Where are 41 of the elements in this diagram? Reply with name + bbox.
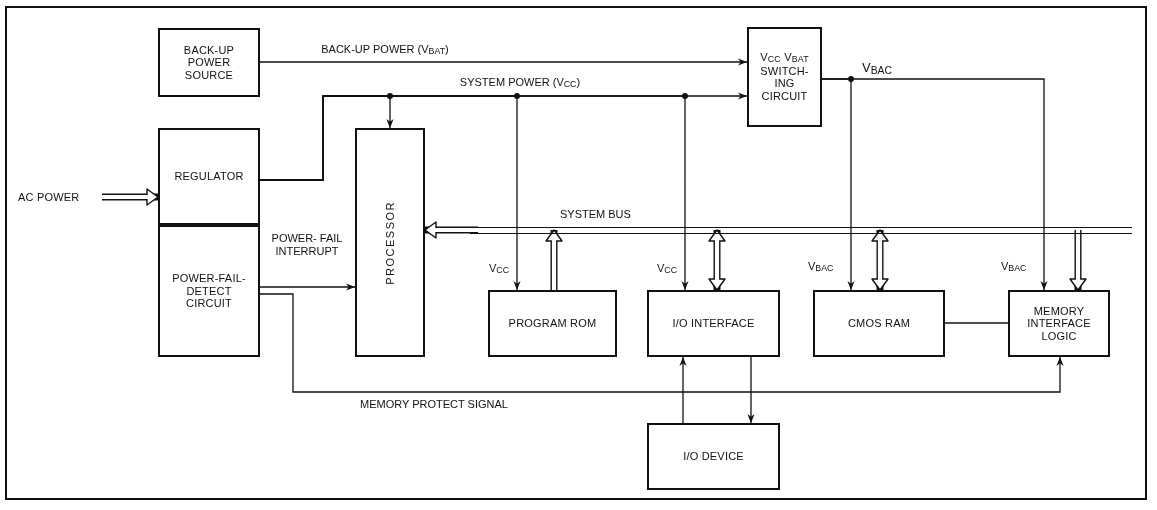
block-label: CMOS RAM [847, 317, 911, 330]
arrow [747, 356, 755, 424]
bus-arrow [1069, 230, 1087, 291]
bus-arrow [424, 221, 478, 239]
edge-label: V$_{BAC}$ [1001, 260, 1027, 274]
block-label: POWER-FAIL- DETECT CIRCUIT [171, 272, 247, 310]
block-label: BACK-UP POWER SOURCE [182, 43, 236, 82]
block-label: I/O INTERFACE [672, 317, 755, 330]
block-box [1008, 290, 1110, 357]
block-box [158, 28, 260, 97]
block-box [647, 423, 780, 490]
signal-label: V$_{BAC}$ [862, 60, 893, 76]
edge-label: V$_{CC}$ [489, 262, 510, 276]
system-bus [470, 227, 1132, 234]
block-box [488, 290, 617, 357]
edge-label: V$_{BAC}$ [808, 260, 834, 274]
arrow [821, 78, 1048, 291]
input-label: AC POWER [18, 190, 80, 204]
edge-label: MEMORY PROTECT SIGNAL [360, 398, 508, 411]
block-box [158, 128, 260, 225]
connector-line [944, 322, 1009, 324]
arrow [679, 356, 687, 424]
bus-arrow [102, 188, 159, 206]
edge-label: V$_{CC}$ [657, 262, 678, 276]
arrow [259, 58, 748, 66]
arrow [259, 293, 1064, 393]
block-box [355, 128, 425, 357]
block-label: MEMORY INTERFACE LOGIC [1026, 304, 1092, 343]
bus-arrow [871, 229, 889, 291]
block-box [747, 27, 822, 127]
block-label: V$_{CC}$ V$_{BAT}$ SWITCH- ING CIRCUIT [759, 51, 810, 103]
block-label: PROGRAM ROM [508, 317, 597, 330]
arrow [259, 283, 356, 291]
bus-arrow [708, 229, 726, 291]
block-label: I/O DEVICE [683, 450, 744, 463]
block-box [158, 225, 260, 357]
block-label: REGULATOR [174, 170, 244, 183]
block-box [813, 290, 945, 357]
block-box [647, 290, 780, 357]
bus-arrow [545, 229, 563, 290]
block-label: PROCESSOR [383, 200, 397, 285]
